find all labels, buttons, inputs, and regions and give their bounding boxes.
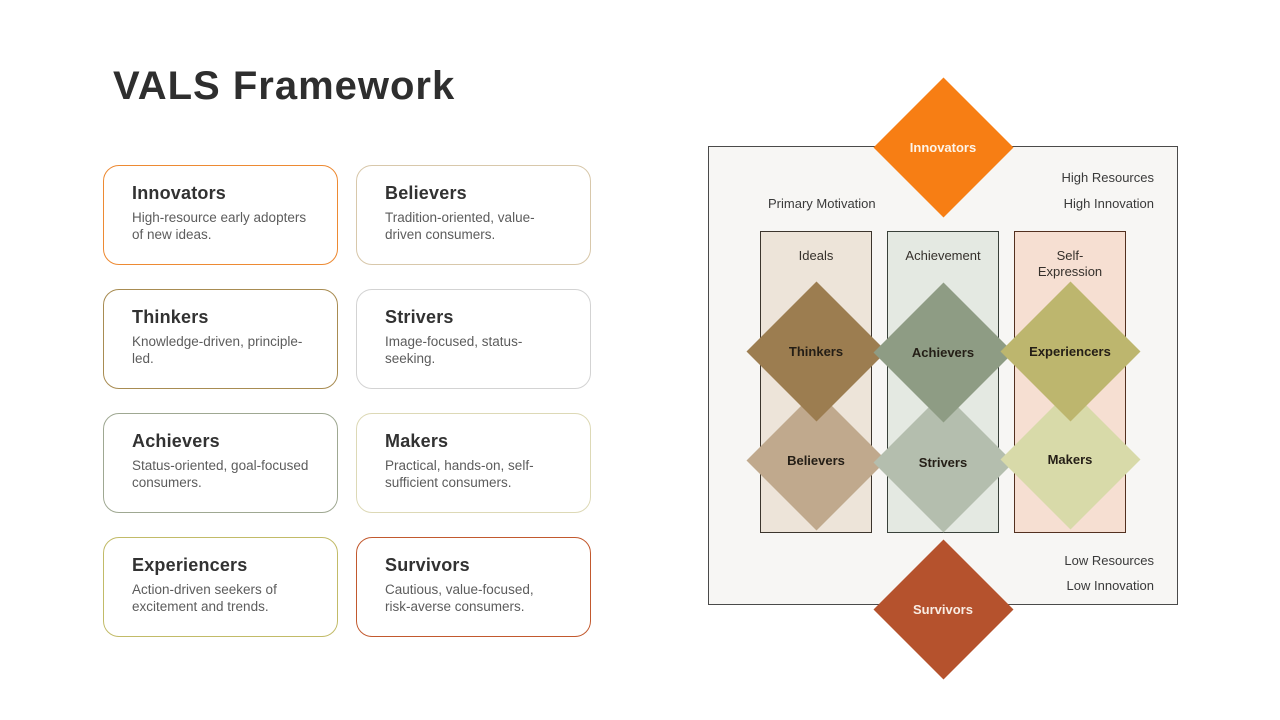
card-strivers: Strivers Image-focused, status-seeking. <box>356 289 591 389</box>
card-title: Experiencers <box>132 555 248 575</box>
diamond-label: Achievers <box>911 344 975 360</box>
column-label: Ideals <box>798 248 834 263</box>
diamond-believers: Believers <box>745 389 887 531</box>
card-description: Tradition-oriented, value-driven consume… <box>385 210 535 242</box>
card-title: Survivors <box>385 555 470 575</box>
diamond-survivors: Survivors <box>872 538 1014 680</box>
card-description: Cautious, value-focused, risk-averse con… <box>385 582 534 614</box>
column-label: Self-Expression <box>1037 248 1103 279</box>
diamond-label: Believers <box>787 452 845 468</box>
diamond-thinkers: Thinkers <box>745 280 887 422</box>
diamond-label: Strivers <box>918 454 968 470</box>
card-description: Action-driven seekers of excitement and … <box>132 582 277 614</box>
diamond-makers: Makers <box>999 388 1141 530</box>
diamond-label: Experiencers <box>1029 343 1111 359</box>
card-innovators: Innovators High-resource early adopters … <box>103 165 338 265</box>
card-description: Practical, hands-on, self-sufficient con… <box>385 458 534 490</box>
column-label: Achievement <box>905 248 981 263</box>
low-resources-label: Low Resources <box>1064 553 1154 568</box>
card-title: Thinkers <box>132 307 209 327</box>
segment-card-grid: Innovators High-resource early adopters … <box>103 165 591 637</box>
card-survivors: Survivors Cautious, value-focused, risk-… <box>356 537 591 637</box>
card-thinkers: Thinkers Knowledge-driven, principle-led… <box>103 289 338 389</box>
diamond-strivers: Strivers <box>872 391 1014 533</box>
low-innovation-label: Low Innovation <box>1066 578 1154 593</box>
card-title: Achievers <box>132 431 220 451</box>
diamond-experiencers: Experiencers <box>999 280 1141 422</box>
diamond-label: Survivors <box>913 601 973 617</box>
card-achievers: Achievers Status-oriented, goal-focused … <box>103 413 338 513</box>
card-experiencers: Experiencers Action-driven seekers of ex… <box>103 537 338 637</box>
card-description: Status-oriented, goal-focused consumers. <box>132 458 309 490</box>
diamond-label: Innovators <box>909 139 977 155</box>
high-resources-label: High Resources <box>1061 170 1155 185</box>
card-description: High-resource early adopters of new idea… <box>132 210 307 242</box>
card-description: Knowledge-driven, principle-led. <box>132 334 303 366</box>
card-description: Image-focused, status-seeking. <box>385 334 523 366</box>
card-title: Strivers <box>385 307 454 327</box>
high-innovation-label: High Innovation <box>1063 196 1154 211</box>
diamond-label: Makers <box>1047 451 1093 467</box>
page-title: VALS Framework <box>113 64 456 108</box>
card-makers: Makers Practical, hands-on, self-suffici… <box>356 413 591 513</box>
card-title: Believers <box>385 183 467 203</box>
card-title: Makers <box>385 431 449 451</box>
card-title: Innovators <box>132 183 227 203</box>
card-believers: Believers Tradition-oriented, value-driv… <box>356 165 591 265</box>
primary-motivation-label: Primary Motivation <box>768 196 876 211</box>
diamond-innovators: Innovators <box>872 76 1014 218</box>
diamond-label: Thinkers <box>788 343 844 359</box>
diamond-achievers: Achievers <box>872 281 1014 423</box>
vals-diagram-panel: Primary Motivation High Resources High I… <box>708 76 1178 680</box>
